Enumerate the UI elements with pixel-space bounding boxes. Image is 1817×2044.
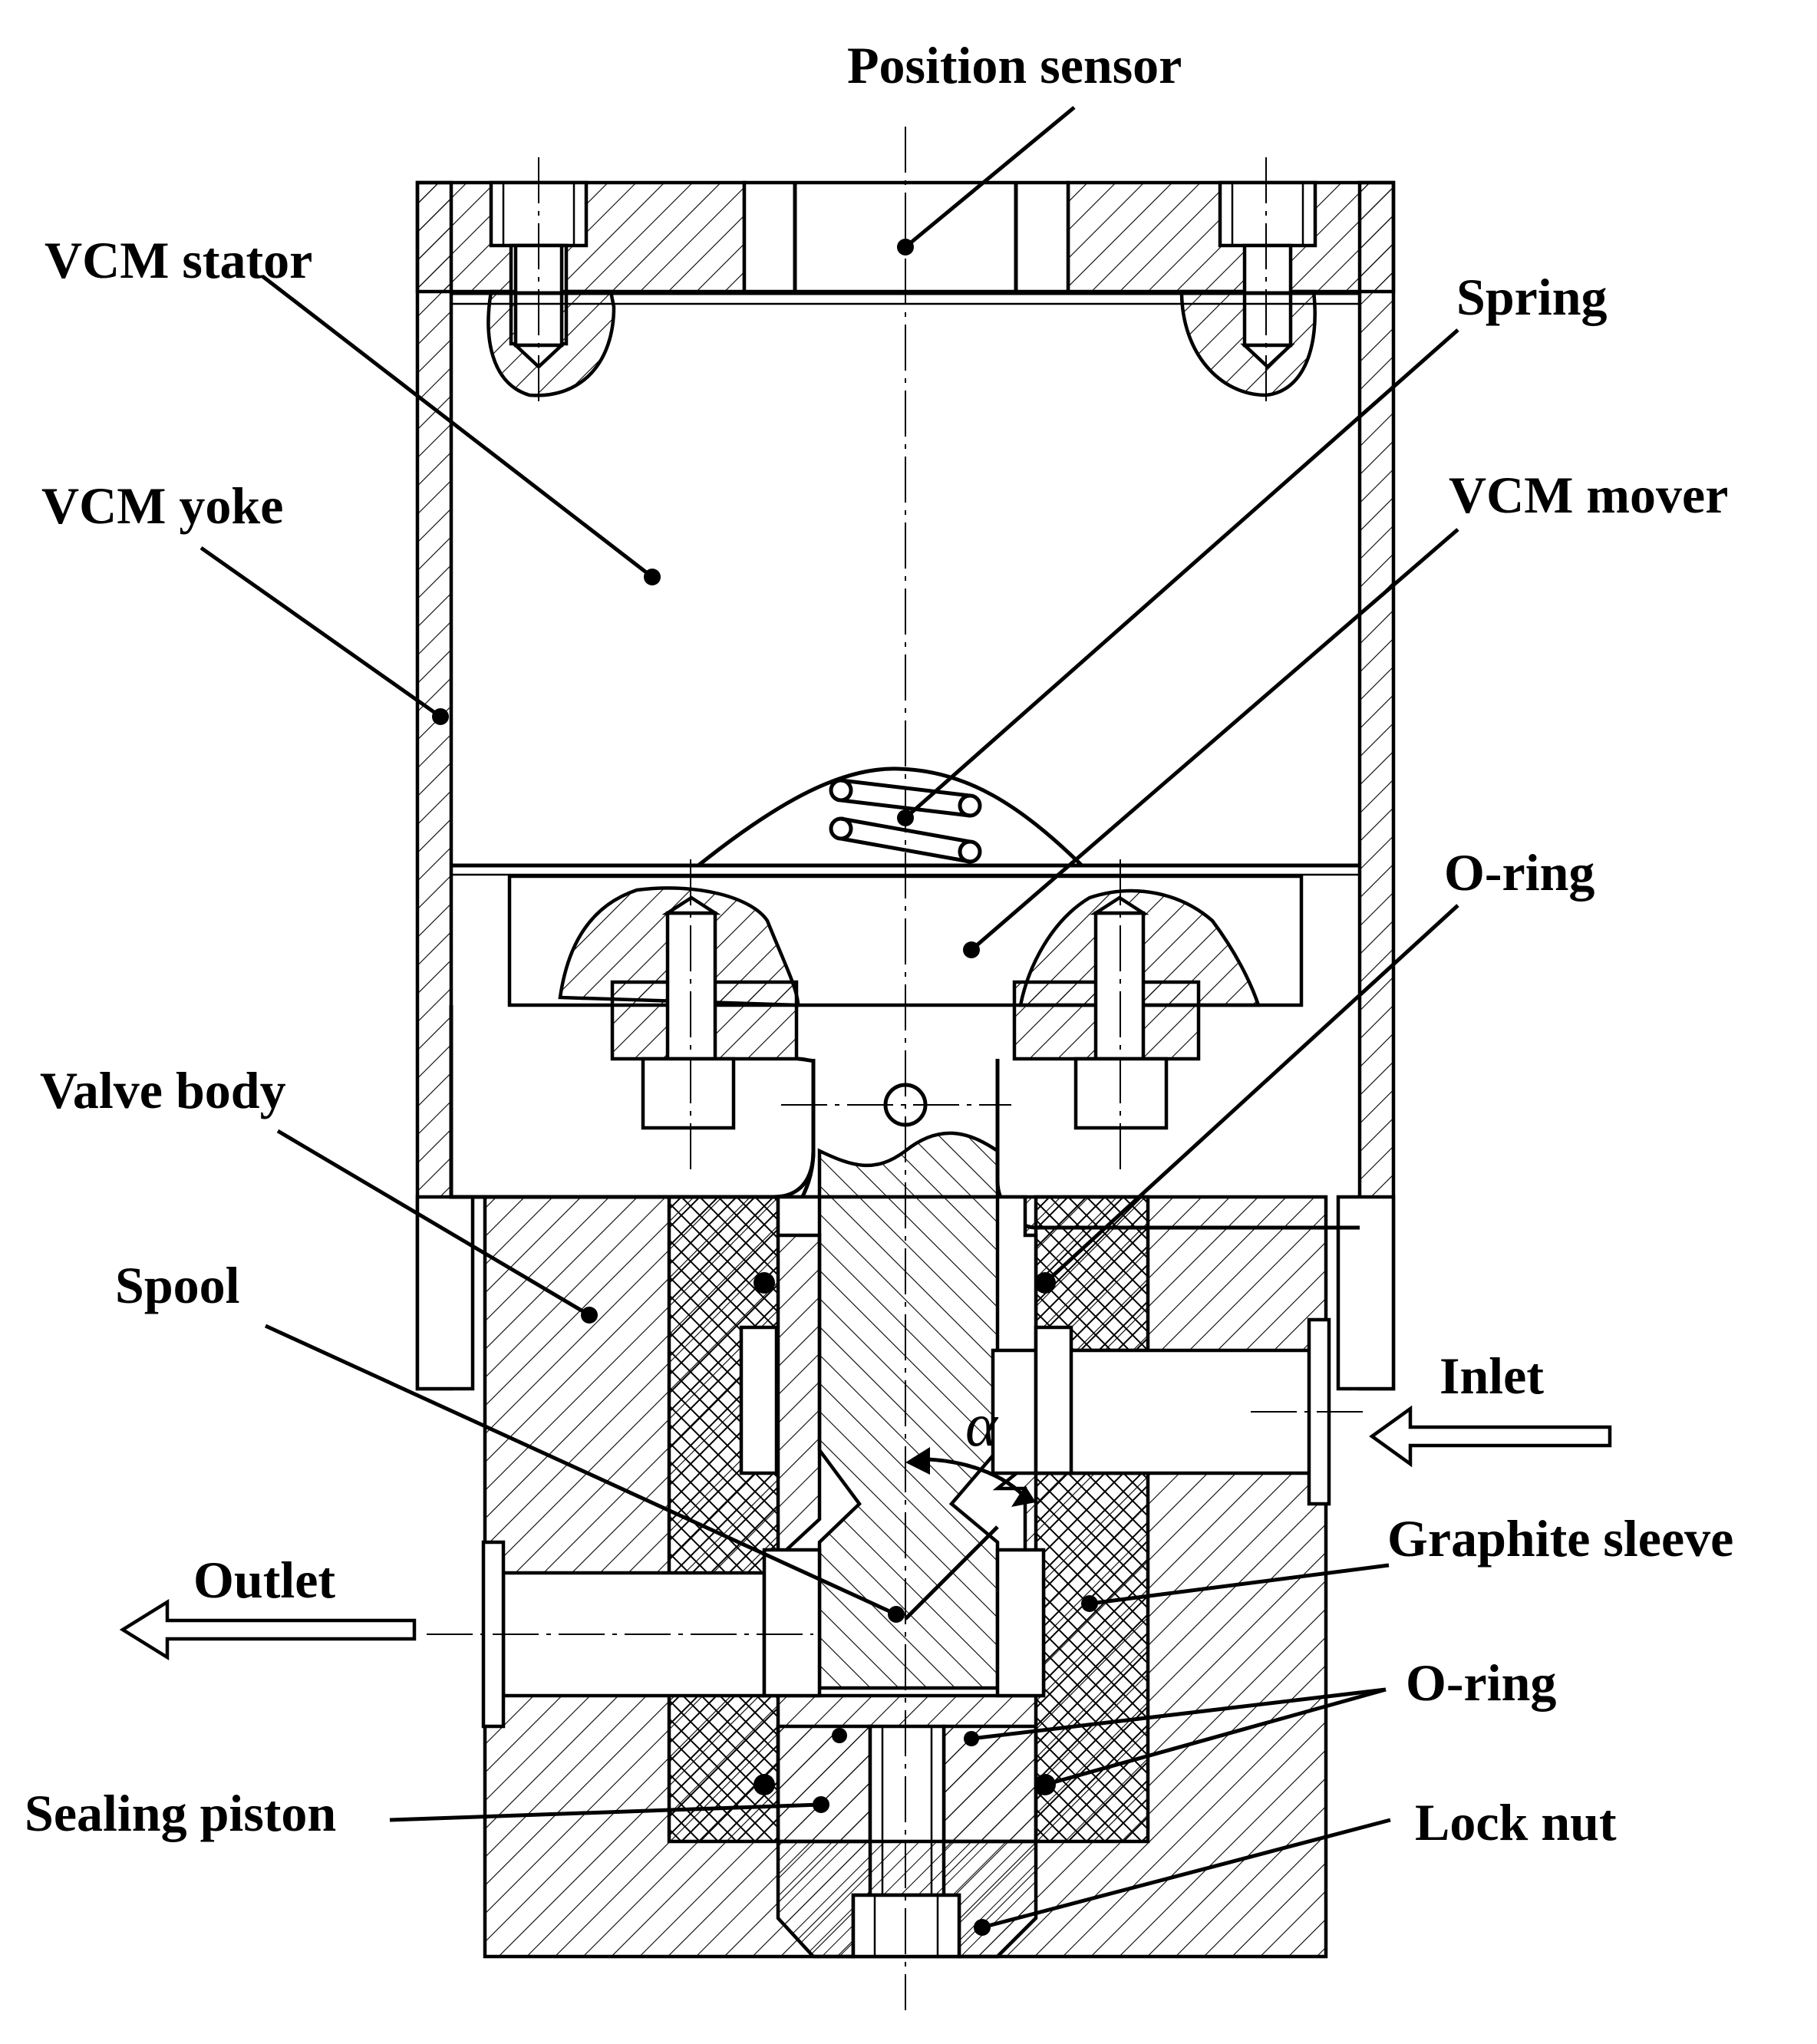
o-ring-grooves (739, 1272, 1073, 1795)
label-o-ring-bottom: O-ring (1406, 1653, 1556, 1712)
alpha-label: α (965, 1392, 999, 1459)
centre-lines (427, 127, 1366, 2010)
spring (697, 766, 1083, 867)
cap-screw-right (1179, 180, 1317, 397)
label-outlet: Outlet (193, 1551, 335, 1609)
alpha-angle: α (904, 1392, 1036, 1620)
leader-lines (200, 106, 1459, 1936)
label-vcm-mover: VCM mover (1449, 466, 1728, 524)
label-spool: Spool (115, 1256, 240, 1314)
label-graphite-sleeve: Graphite sleeve (1387, 1509, 1733, 1568)
label-position-sensor: Position sensor (847, 36, 1182, 94)
label-vcm-yoke: VCM yoke (41, 476, 283, 535)
label-sealing-piston: Sealing piston (25, 1784, 336, 1842)
outlet-arrow (119, 1598, 417, 1661)
spool (817, 1131, 1000, 1690)
label-lock-nut: Lock nut (1415, 1793, 1617, 1851)
label-inlet: Inlet (1439, 1347, 1544, 1405)
labels: Position sensor VCM stator Spring VCM yo… (25, 36, 1733, 1851)
label-spring: Spring (1456, 268, 1608, 326)
label-o-ring-top: O-ring (1444, 843, 1594, 902)
label-valve-body: Valve body (40, 1061, 286, 1119)
inlet-arrow (1369, 1405, 1612, 1468)
label-vcm-stator: VCM stator (45, 231, 312, 289)
lock-nut (776, 1839, 1038, 1959)
